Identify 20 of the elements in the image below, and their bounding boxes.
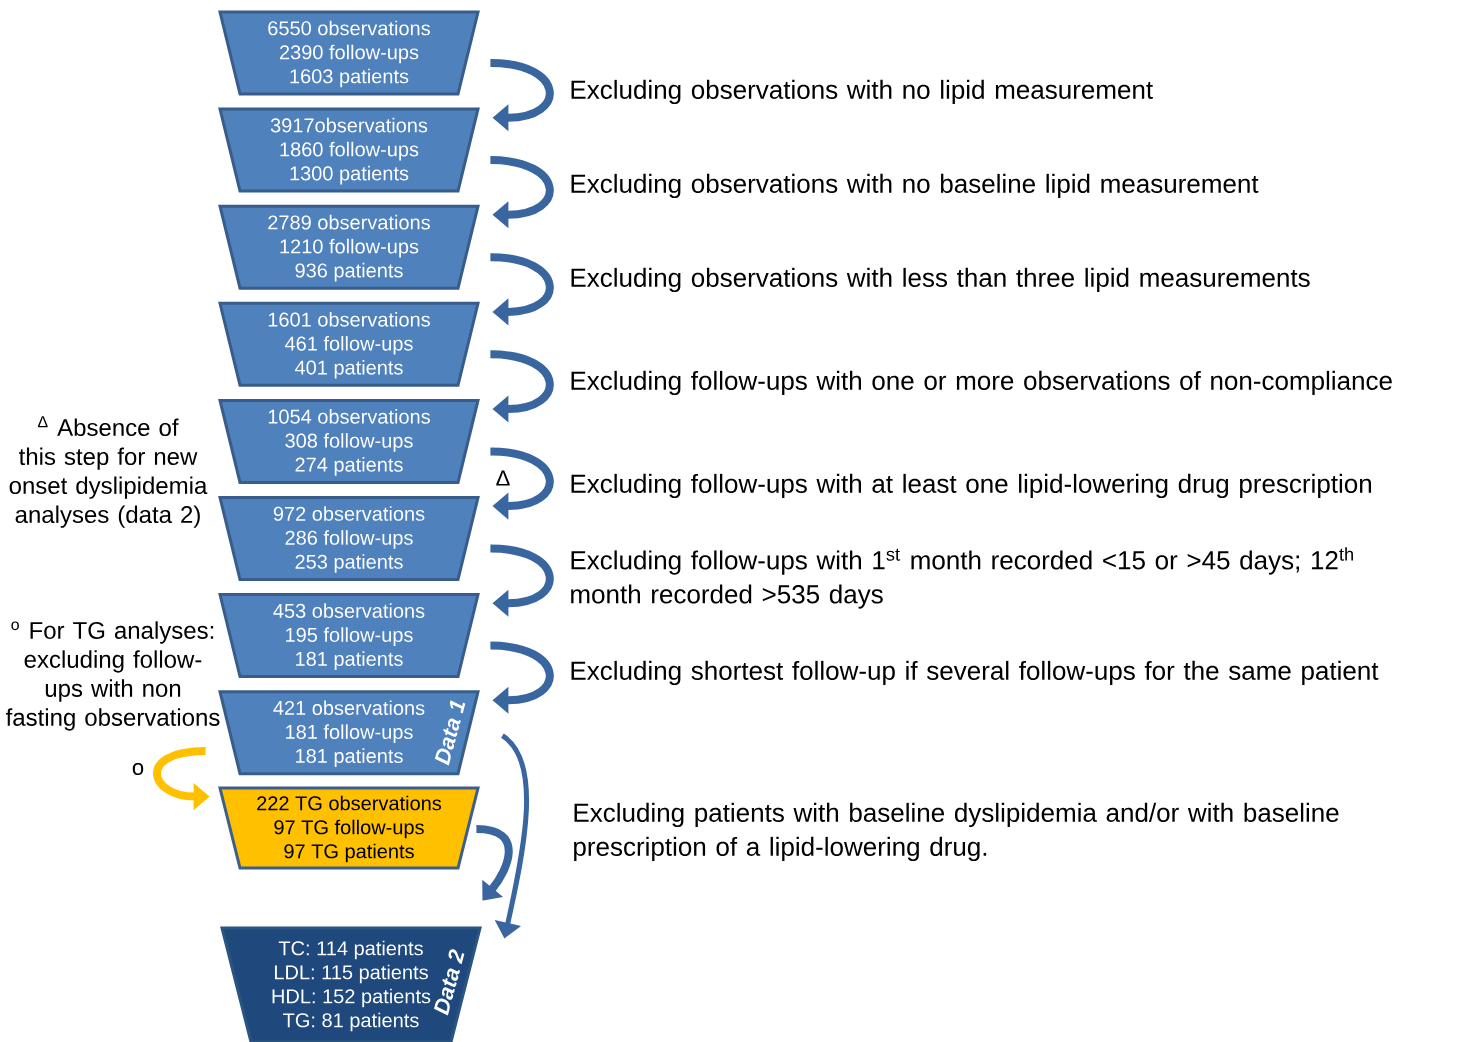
note-text: $^{o}$ For TG analyses: excluding follow-ups with non fasting observations (5, 621, 220, 731)
note-text: $^{Δ}$ Absence of this step for new onset dyslipidemia analyses (data 2) (9, 416, 208, 528)
edge-label: Excluding follow-ups with at least one lipid-lowering drug prescription (571, 473, 1372, 499)
edge-label: Excluding patients with baseline dyslipidemia and/or with baseline prescription of a lipid-lowering drug. (574, 802, 1339, 862)
edge-label: Excluding observations with less than three lipid measurements (571, 267, 1310, 293)
edge-label: Excluding follow-ups with one or more observations of non-compliance (571, 370, 1392, 396)
funnel-box: 972 observations 286 follow-ups 253 patients (218, 496, 480, 581)
edge-label: Excluding follow-ups with 1$^{st}$ month recorded <15 or >45 days; 12$^{th}$ month recorded >535 days (571, 547, 1353, 609)
funnel-box: 2789 observations 1210 follow-ups 936 patients (218, 204, 480, 290)
funnel-box: 453 observations 195 follow-ups 181 patients (218, 593, 480, 679)
edge-label: Excluding shortest follow-up if several follow-ups for the same patient (571, 660, 1379, 686)
funnel-box: 1054 observations 308 follow-ups 274 patients (218, 398, 480, 484)
footnote-mark: Δ (496, 470, 510, 486)
funnel-box: 1601 observations 461 follow-ups 401 patients (218, 301, 480, 387)
funnel-box: 222 TG observations 97 TG follow-ups 97 TG patients (218, 786, 480, 870)
footnote-mark: o (132, 763, 144, 776)
funnel-box: 6550 observations 2390 follow-ups 1603 patients (218, 10, 480, 96)
funnel-box: 3917observations 1860 follow-ups 1300 patients (218, 107, 480, 193)
edge-label: Excluding observations with no lipid measurement (571, 79, 1153, 105)
edge-label: Excluding observations with no baseline lipid measurement (571, 173, 1259, 199)
